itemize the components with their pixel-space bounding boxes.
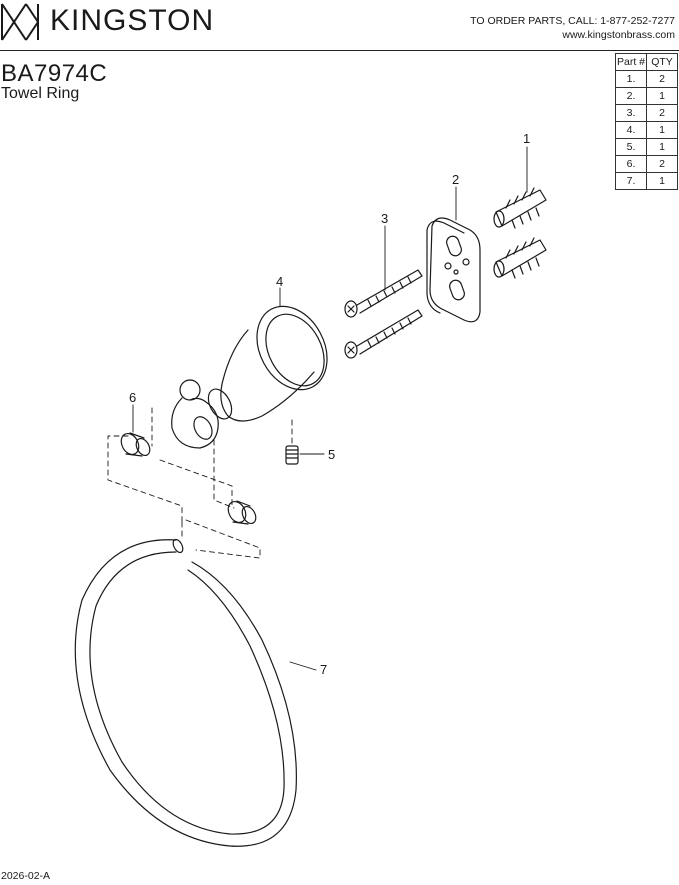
callout-6: 6 [129,390,136,405]
escutcheon-post [207,305,328,422]
callout-4: 4 [276,274,283,289]
document-code: 2026-02-A [1,870,51,882]
product-name: Towel Ring [1,85,80,102]
set-screw [285,445,299,465]
table-row: 1.2 [615,70,678,88]
assembly-guide-lines [107,407,293,559]
model-number: BA7974C [1,60,108,87]
wall-anchor-upper [493,187,547,229]
brand-name: KINGSTON [50,4,215,37]
end-cap-lower [227,500,257,525]
col-qty: QTY [646,53,678,71]
kingston-logo-icon [1,3,40,41]
table-row: 3.2 [615,104,678,122]
screw-upper [344,269,423,318]
header-divider [0,50,679,51]
callout-2: 2 [452,172,459,187]
part-qty: 1 [646,172,678,190]
wall-anchor-lower [493,237,547,279]
callout-5: 5 [328,447,335,462]
parts-table: Part # QTY 1.2 2.1 3.2 4.1 5.1 6.2 7.1 [615,53,678,190]
parts-table-header: Part # QTY [615,53,678,71]
end-cap-upper [120,432,151,457]
towel-ring [74,538,297,847]
order-info: TO ORDER PARTS, CALL: 1-877-252-7277 www… [470,14,675,42]
mounting-plate [426,217,481,323]
callout-1: 1 [523,131,530,146]
table-row: 7.1 [615,172,678,190]
order-phone: TO ORDER PARTS, CALL: 1-877-252-7277 [470,15,675,27]
callout-leaders [132,146,528,671]
table-row: 5.1 [615,138,678,156]
website-link[interactable]: www.kingstonbrass.com [562,29,675,41]
callout-3: 3 [381,211,388,226]
screw-lower [344,309,423,359]
ring-connector [171,379,219,449]
callout-7: 7 [320,662,327,677]
